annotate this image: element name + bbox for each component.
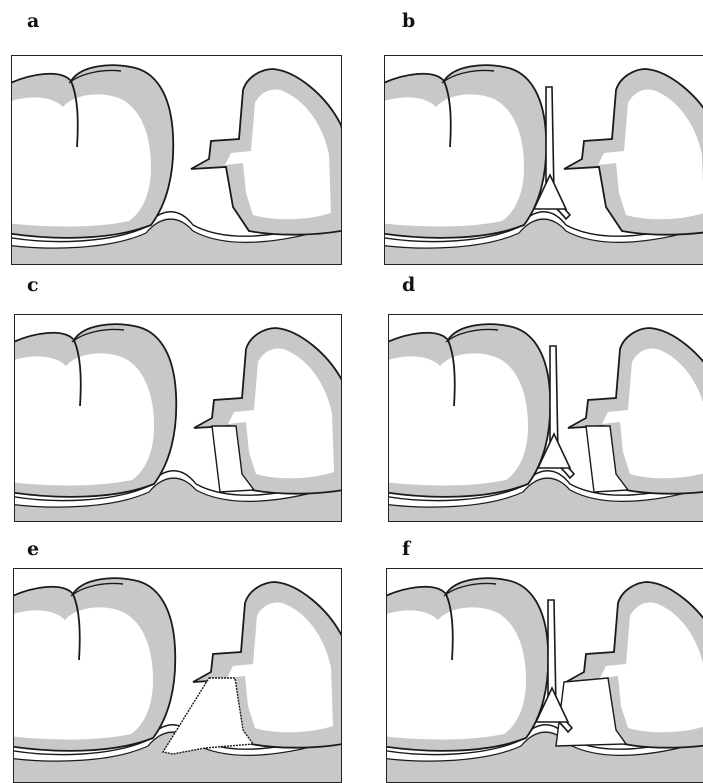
left-tooth-dentin (11, 94, 151, 226)
panel-label-b: b (402, 12, 415, 31)
tooth-diagram-f (386, 568, 703, 783)
tooth-diagram-b (384, 55, 703, 265)
left-tooth-dentin (14, 353, 154, 485)
panel-label-e: e (27, 540, 39, 559)
left-tooth-dentin (386, 607, 526, 739)
tooth-diagram-e (13, 568, 342, 783)
panel-d (388, 314, 703, 522)
panel-label-c: c (27, 276, 39, 295)
panel-e (13, 568, 342, 783)
left-tooth-dentin (384, 94, 524, 226)
panel-c (14, 314, 342, 522)
panel-label-d: d (402, 276, 415, 295)
panel-label-f: f (402, 540, 410, 559)
panel-a (11, 55, 342, 265)
tooth-diagram-d (388, 314, 703, 522)
panel-b (384, 55, 703, 265)
left-tooth-dentin (13, 607, 153, 739)
tooth-diagram-a (11, 55, 342, 265)
panel-label-a: a (27, 12, 39, 31)
tooth-diagram-c (14, 314, 342, 522)
panel-f (386, 568, 703, 783)
left-tooth-dentin (388, 353, 528, 485)
